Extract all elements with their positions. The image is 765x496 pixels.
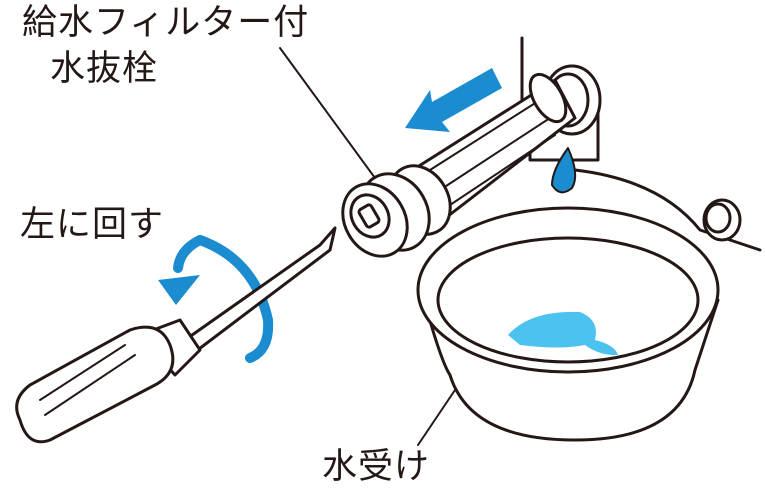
label-rotate-left: 左に回す	[20, 205, 165, 245]
leader-line-filter	[279, 47, 376, 179]
label-filter-line2: 水抜栓	[50, 49, 159, 89]
water-filter-drain-plug	[341, 72, 577, 258]
leader-line-tray	[417, 389, 456, 446]
water-tray	[416, 206, 720, 442]
arrow-left-icon	[405, 68, 502, 132]
label-water-tray: 水受け	[322, 447, 431, 487]
screwdriver	[15, 226, 337, 444]
wall-knob	[702, 198, 742, 242]
label-filter-line1: 給水フィルター付	[22, 3, 310, 43]
water-puddle	[508, 311, 618, 356]
rotate-left-arrow-icon	[158, 235, 274, 363]
